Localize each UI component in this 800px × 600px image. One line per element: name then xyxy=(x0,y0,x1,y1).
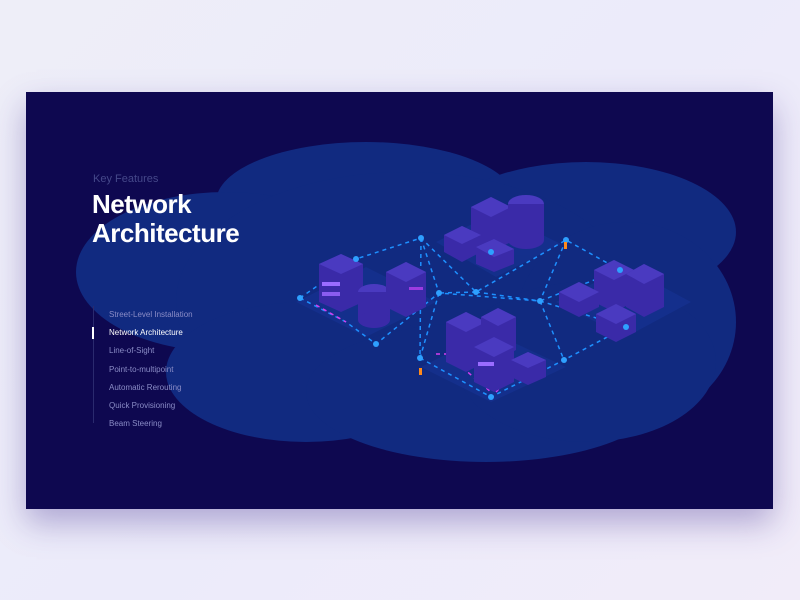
nav-track xyxy=(93,306,94,423)
nav-item-line-of-sight[interactable]: Line-of-Sight xyxy=(109,346,155,356)
building-cluster-right xyxy=(559,260,664,342)
nav-item-quick-provisioning[interactable]: Quick Provisioning xyxy=(109,400,176,410)
page-title: Network Architecture xyxy=(92,189,240,248)
network-illustration xyxy=(76,142,736,462)
feature-panel: Key Features Network Architecture Street… xyxy=(26,92,773,509)
section-eyebrow: Key Features xyxy=(93,173,159,185)
nav-item-street-level-installation[interactable]: Street-Level Installation xyxy=(109,310,193,319)
nav-item-point-to-multipoint[interactable]: Point-to-multipoint xyxy=(109,364,174,374)
nav-item-network-architecture[interactable]: Network Architecture xyxy=(92,324,253,342)
building-cluster-left xyxy=(319,254,426,328)
feature-nav: Street-Level Installation Network Archit… xyxy=(92,306,253,433)
building-cluster-top xyxy=(444,195,544,272)
building-cluster-bottom xyxy=(446,308,546,392)
nav-item-beam-steering[interactable]: Beam Steering xyxy=(109,419,162,429)
nav-item-automatic-rerouting[interactable]: Automatic Rerouting xyxy=(109,382,182,392)
